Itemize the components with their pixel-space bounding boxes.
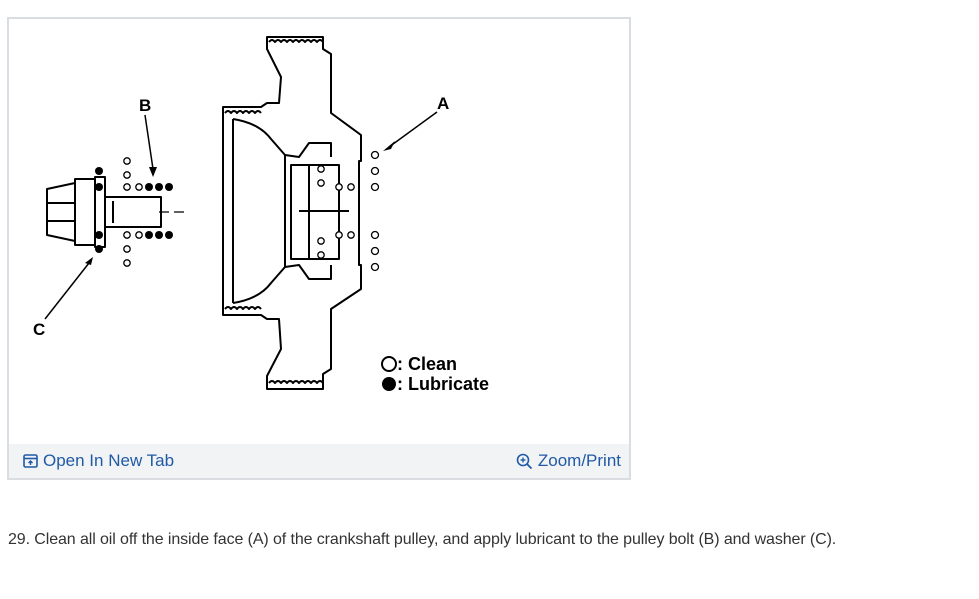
zoom-print-link[interactable]: Zoom/Print: [516, 451, 621, 471]
rim-ridges-bottom: [268, 380, 324, 384]
open-in-new-tab-label: Open In New Tab: [43, 451, 175, 470]
zoom-print-label: Zoom/Print: [537, 451, 621, 470]
hub-inner: [299, 165, 349, 259]
open-in-new-tab-link[interactable]: Open In New Tab: [23, 451, 174, 471]
bolt-flange: [74, 178, 96, 246]
legend-lubricate-label: : Lubricate: [397, 374, 489, 394]
bolt-shank: [104, 196, 162, 228]
pulley-outline: [222, 36, 362, 390]
leader-b: [144, 114, 154, 170]
legend-lubricate-symbol: [382, 377, 396, 391]
leader-c: [44, 262, 90, 320]
bolt-head: [46, 182, 76, 242]
figure-toolbar: Open In New Tab Zoom/Print: [9, 444, 629, 478]
pulley-diagram: A B C : Clean : Lubricate: [33, 36, 489, 394]
callout-b: B: [139, 96, 151, 115]
hub-outline: [284, 142, 332, 280]
rim-ridges-top: [268, 39, 324, 43]
legend-clean-symbol: [381, 356, 397, 372]
arrow-a: [383, 141, 395, 151]
rim-ridges-mid-bottom: [224, 306, 262, 310]
external-window-icon: [23, 453, 38, 468]
legend-clean-label: : Clean: [397, 354, 457, 374]
callout-a: A: [437, 94, 449, 113]
arrow-c: [85, 257, 93, 265]
figure-card: A B C : Clean : Lubricate Open In New Ta…: [7, 17, 631, 480]
rim-ridges-mid-top: [224, 110, 262, 114]
step-instruction: 29. Clean all oil off the inside face (A…: [8, 531, 837, 548]
zoom-in-icon: [516, 453, 532, 469]
arrow-b: [149, 167, 157, 177]
callout-c: C: [33, 320, 45, 339]
washer: [94, 176, 106, 248]
hub-bore: [290, 164, 340, 260]
pulley-web: [232, 118, 286, 304]
leader-a: [388, 111, 438, 148]
